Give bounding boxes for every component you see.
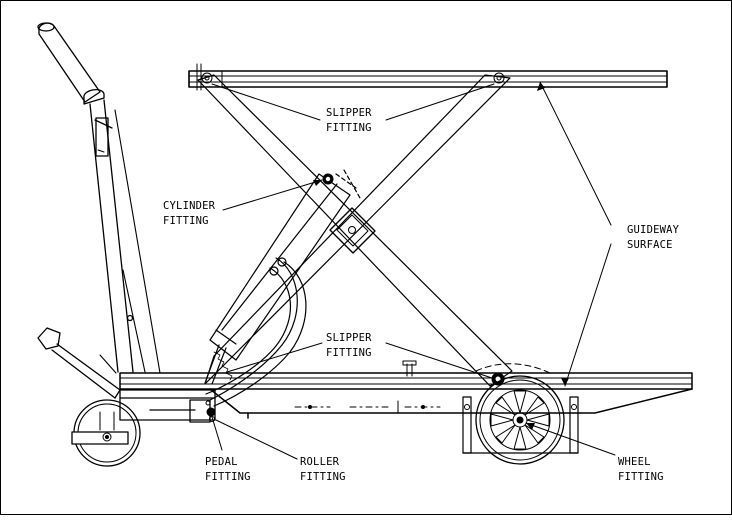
leader-lines — [211, 81, 616, 460]
label-roller: ROLLER FITTING — [300, 456, 346, 483]
label-cylinder: CYLINDER FITTING — [163, 200, 216, 227]
center-pivot-plate — [329, 207, 376, 254]
svg-text:FITTING: FITTING — [163, 215, 209, 227]
label-wheel: WHEEL FITTING — [618, 456, 664, 483]
svg-text:FITTING: FITTING — [618, 471, 664, 483]
label-slipper-top: SLIPPER FITTING — [326, 107, 372, 134]
top-slipper-fitting-left — [201, 72, 213, 84]
pump-body — [119, 389, 216, 423]
svg-text:ROLLER: ROLLER — [300, 456, 340, 468]
pedal-fitting — [205, 400, 216, 417]
svg-text:FITTING: FITTING — [300, 471, 346, 483]
label-guideway: GUIDEWAY SURFACE — [627, 224, 680, 251]
svg-text:FITTING: FITTING — [326, 347, 372, 359]
base-frame — [119, 360, 693, 419]
svg-text:CYLINDER: CYLINDER — [163, 200, 216, 212]
label-pedal: PEDAL FITTING — [205, 456, 251, 483]
rear-wheel-assembly — [462, 375, 579, 465]
leader-arrowheads — [313, 82, 569, 430]
top-platform — [188, 63, 668, 91]
label-slipper-bottom: SLIPPER FITTING — [326, 332, 372, 359]
foot-pedal — [37, 327, 121, 399]
front-wheel-assembly — [71, 399, 141, 467]
svg-text:SLIPPER: SLIPPER — [326, 332, 372, 344]
roller-fitting — [209, 416, 215, 422]
svg-text:GUIDEWAY: GUIDEWAY — [627, 224, 680, 236]
svg-text:FITTING: FITTING — [326, 122, 372, 134]
hydraulic-cylinder — [204, 169, 361, 385]
top-slipper-fitting-right — [493, 72, 505, 84]
push-handle — [37, 22, 161, 374]
svg-text:SURFACE: SURFACE — [627, 239, 673, 251]
svg-text:FITTING: FITTING — [205, 471, 251, 483]
svg-text:WHEEL: WHEEL — [618, 456, 651, 468]
svg-text:SLIPPER: SLIPPER — [326, 107, 372, 119]
svg-text:PEDAL: PEDAL — [205, 456, 238, 468]
cylinder-fitting-pin — [322, 173, 334, 185]
